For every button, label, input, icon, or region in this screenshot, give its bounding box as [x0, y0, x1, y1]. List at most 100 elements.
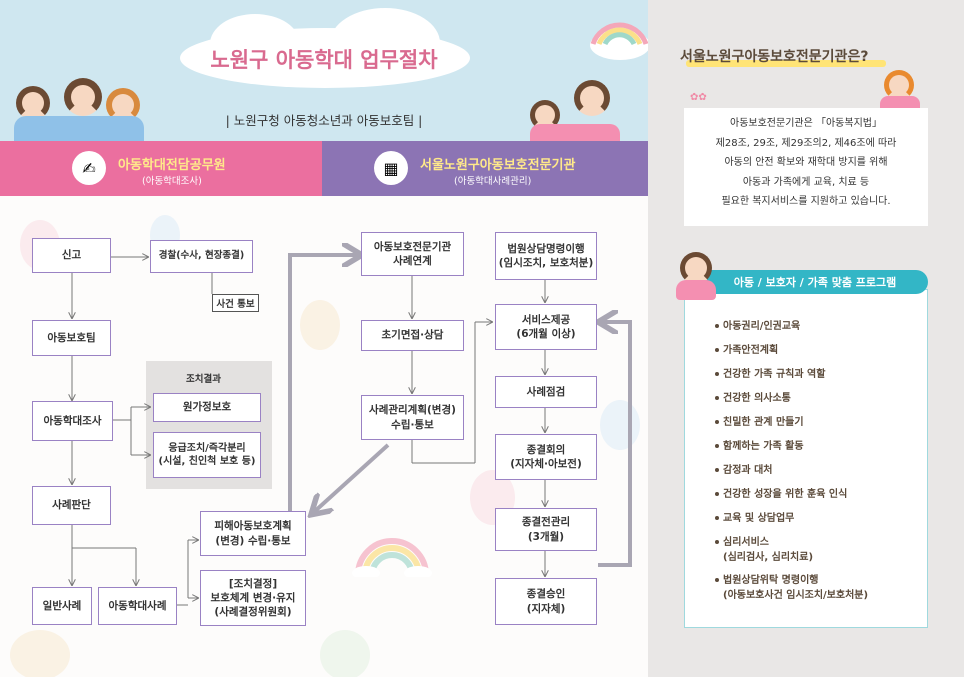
victim-plan-line-2: (변경) 수립·통보	[215, 534, 291, 547]
official-bar: ✍ 아동학대전담공무원 (아동학대조사)	[0, 141, 322, 196]
service-box: 서비스제공 (6개월 이상)	[495, 304, 597, 350]
program-item: 법원상담위탁 명령이행(아동보호사건 임시조치/보호처분)	[715, 574, 868, 603]
initial-interview-label: 초기면접·상담	[381, 329, 444, 342]
page-title: 노원구 아동학대 업무절차	[210, 48, 438, 72]
police-label: 경찰(수사, 현장종결)	[158, 250, 245, 262]
general-case-box: 일반사례	[32, 587, 92, 625]
flow-connectors	[0, 0, 632, 606]
info-line: 제28조, 29조, 제29조의2, 제46조에 따라	[715, 137, 897, 149]
court-order-box: 법원상담명령이행 (임시조치, 보호처분)	[495, 232, 597, 280]
investigation-label: 아동학대조사	[43, 414, 102, 427]
program-title-label: 아동 / 보호자 / 가족 맞춤 프로그램	[733, 276, 897, 289]
judgement-box: 사례판단	[32, 486, 111, 525]
abuse-case-label: 아동학대사례	[108, 599, 167, 612]
bg-dot	[300, 300, 340, 350]
child-illustration	[574, 80, 610, 116]
program-item: 친밀한 관계 만들기	[715, 416, 804, 431]
agency-link-line-1: 아동보호전문기관	[373, 240, 452, 253]
investigation-box: 아동학대조사	[32, 401, 113, 441]
close-approve-line-2: (지자체)	[526, 602, 566, 615]
case-check-label: 사례점검	[526, 385, 566, 398]
program-item: 건강한 가족 규칙과 역할	[715, 368, 825, 383]
general-case-label: 일반사례	[42, 599, 82, 612]
flow-panel: 노원구 아동학대 업무절차 | 노원구청 아동청소년과 아동보호팀 | ✍ 아동…	[0, 0, 648, 677]
close-meeting-line-1: 종결회의	[526, 443, 566, 456]
info-line: 아동보호전문기관은 「아동복지법」	[730, 118, 882, 129]
title-cloud	[330, 8, 440, 78]
home-protect-label: 원가정보호	[182, 401, 232, 414]
bg-dot	[10, 630, 70, 677]
decision-box: [조치결정] 보호체계 변경·유지 (사례결정위원회)	[200, 570, 306, 626]
case-plan-line-1: 사례관리계획(변경)	[369, 404, 456, 417]
agency-sub: (아동학대사례관리)	[454, 176, 532, 187]
child-illustration	[64, 78, 102, 116]
bg-dot	[320, 630, 370, 677]
page-subtitle: | 노원구청 아동청소년과 아동보호팀 |	[225, 113, 423, 128]
decision-line-3: (사례결정위원회)	[214, 606, 292, 619]
child-body	[676, 280, 716, 300]
emergency-line-2: (시설, 친인척 보호 등)	[158, 456, 256, 467]
rainbow-icon	[352, 538, 432, 577]
program-item: 교육 및 상담업무	[715, 512, 794, 527]
rainbow-icon	[590, 22, 648, 46]
victim-plan-line-1: 피해아동보호계획	[214, 520, 292, 533]
judgement-label: 사례판단	[52, 499, 91, 512]
court-order-line-1: 법원상담명령이행	[507, 242, 585, 255]
report-label: 신고	[61, 249, 82, 262]
header-sky	[0, 0, 648, 141]
official-sub: (아동학대조사)	[142, 176, 202, 187]
initial-interview-box: 초기면접·상담	[361, 320, 464, 351]
info-card: 아동보호전문기관은 「아동복지법」 제28조, 29조, 제29조의2, 제46…	[684, 108, 928, 226]
emergency-box: 응급조치/즉각분리 (시설, 친인척 보호 등)	[153, 432, 261, 478]
children-body	[14, 116, 144, 141]
abuse-case-box: 아동학대사례	[98, 587, 177, 625]
program-item: 건강한 성장을 위한 훈육 인식	[715, 488, 847, 503]
after-close-box: 종결전관리 (3개월)	[495, 508, 597, 551]
agency-bar: ▦ 서울노원구아동보호전문기관 (아동학대사례관리)	[322, 141, 648, 196]
case-check-box: 사례점검	[495, 376, 597, 408]
info-line: 아동의 안전 확보와 재학대 방지를 위해	[724, 157, 888, 168]
case-notice-tag: 사건 통보	[212, 294, 259, 312]
agency-link-line-2: 사례연계	[393, 255, 432, 267]
bg-dot	[600, 400, 640, 450]
agency-link-box: 아동보호전문기관 사례연계	[361, 232, 464, 276]
protect-team-label: 아동보호팀	[47, 331, 96, 344]
decision-line-1: [조치결정]	[228, 577, 278, 590]
after-close-line-1: 종결전관리	[521, 516, 571, 529]
agency-title: 서울노원구아동보호전문기관	[420, 158, 576, 173]
close-approve-box: 종결승인 (지자체)	[495, 578, 597, 625]
service-line-1: 서비스제공	[521, 313, 571, 326]
info-line: 필요한 복지서비스를 지원하고 있습니다.	[721, 196, 891, 207]
info-title: 서울노원구아동보호전문기관은?	[680, 49, 869, 65]
decision-line-2: 보호체계 변경·유지	[210, 591, 296, 604]
title-cloud	[210, 14, 300, 74]
document-icon: ✍	[72, 151, 106, 185]
children-body	[530, 124, 620, 141]
program-item: 심리서비스(심리검사, 심리치료)	[715, 536, 813, 565]
program-item: 함께하는 가족 활동	[715, 440, 804, 455]
case-plan-line-2: 수립·통보	[391, 418, 434, 431]
program-item: 아동권리/인권교육	[715, 320, 800, 335]
flower-icon: ✿✿	[690, 92, 707, 103]
program-list: 아동권리/인권교육 가족안전계획 건강한 가족 규칙과 역할 건강한 의사소통 …	[684, 289, 928, 628]
home-protect-box: 원가정보호	[153, 393, 261, 422]
title-highlight	[686, 60, 886, 67]
program-item: 감정과 대처	[715, 464, 772, 479]
case-notice-label: 사건 통보	[216, 299, 255, 310]
info-line: 아동과 가족에게 교육, 치료 등	[742, 176, 870, 188]
case-plan-box: 사례관리계획(변경) 수립·통보	[361, 395, 464, 440]
measure-title: 조치결과	[186, 374, 221, 385]
program-title: 아동 / 보호자 / 가족 맞춤 프로그램	[702, 270, 928, 294]
official-title: 아동학대전담공무원	[118, 158, 226, 173]
building-icon: ▦	[374, 151, 408, 185]
program-item: 가족안전계획	[715, 344, 778, 359]
service-line-2: (6개월 이상)	[516, 328, 576, 340]
mascot-body	[880, 96, 920, 110]
police-box: 경찰(수사, 현장종결)	[150, 240, 253, 273]
close-approve-line-1: 종결승인	[526, 588, 566, 601]
close-meeting-box: 종결회의 (지자체·아보전)	[495, 434, 597, 480]
program-item: 건강한 의사소통	[715, 392, 791, 407]
close-meeting-line-2: (지자체·아보전)	[510, 458, 582, 470]
after-close-line-2: (3개월)	[527, 530, 565, 543]
report-box: 신고	[32, 238, 111, 273]
